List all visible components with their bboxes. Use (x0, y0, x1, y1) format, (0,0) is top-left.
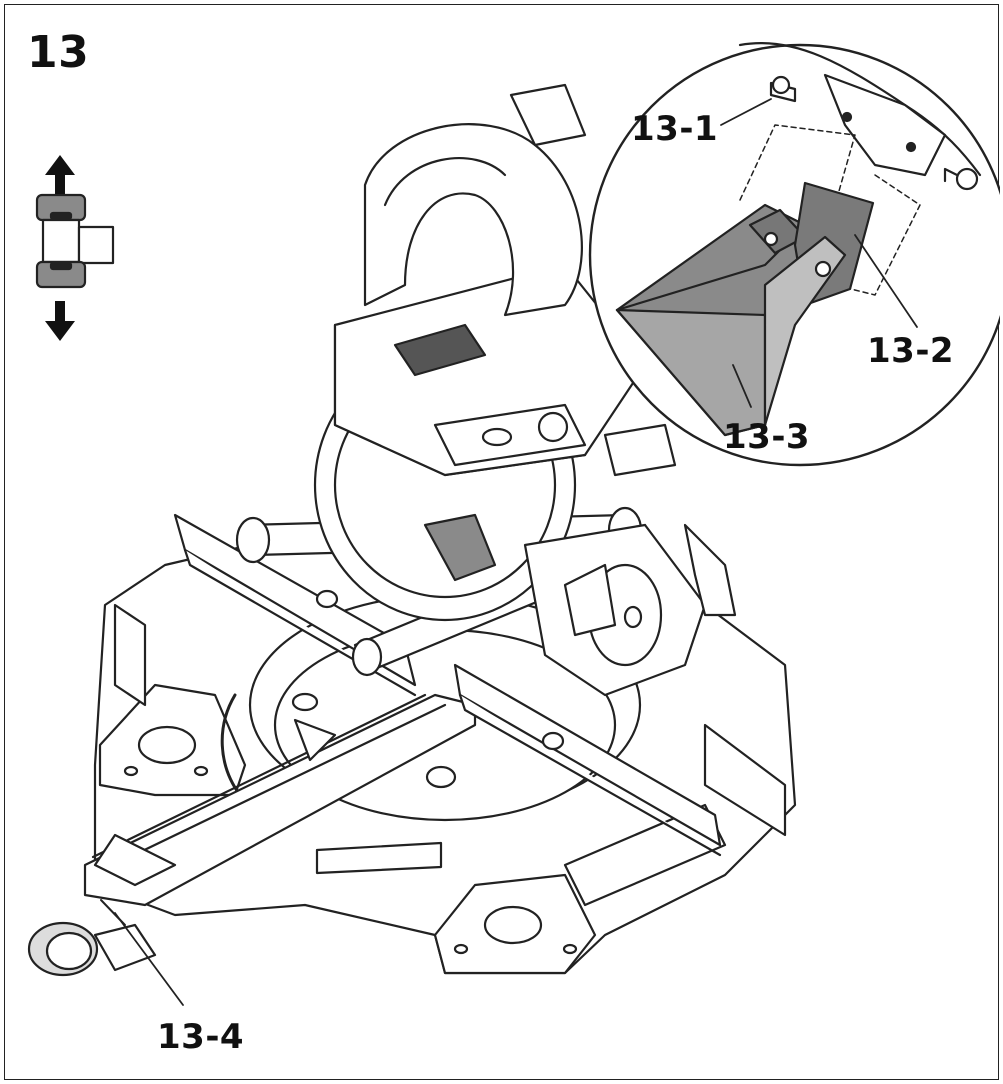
saw-base (93, 523, 797, 975)
up-down-arrows-icon (35, 155, 115, 341)
leader-lines (114, 98, 918, 1006)
figure-frame: 13 13-1 13-2 13-3 13-4 (4, 4, 1000, 1080)
fence (173, 513, 722, 857)
callout-13-4: 13-4 (157, 1017, 245, 1057)
miter-saw-illustration (27, 41, 1000, 1006)
saw-head (313, 83, 737, 697)
magnified-detail-circle (588, 41, 1000, 467)
callout-13-2: 13-2 (867, 331, 955, 371)
front-extension (27, 693, 477, 977)
step-number: 13 (27, 27, 90, 78)
callout-13-3: 13-3 (723, 417, 811, 457)
callout-13-1: 13-1 (631, 109, 719, 149)
